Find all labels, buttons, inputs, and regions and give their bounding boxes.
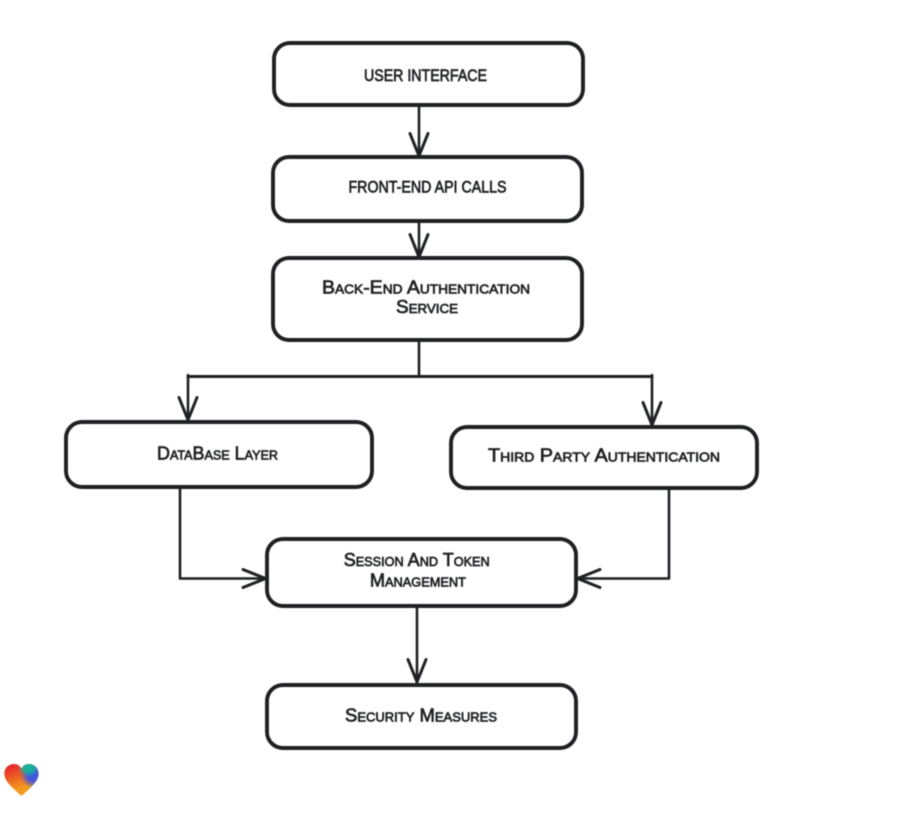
svg-text:Security Measures: Security Measures	[345, 705, 497, 726]
svg-text:Third Party Authentication: Third Party Authentication	[488, 444, 720, 465]
svg-text:USER INTERFACE: USER INTERFACE	[364, 66, 487, 85]
svg-text:Management: Management	[370, 570, 466, 591]
svg-text:Service: Service	[396, 296, 458, 317]
svg-text:DataBase Layer: DataBase Layer	[157, 443, 278, 464]
svg-text:Session And Token: Session And Token	[344, 549, 490, 570]
svg-text:FRONT-END API CALLS: FRONT-END API CALLS	[349, 178, 507, 197]
svg-text:Back-End Authentication: Back-End Authentication	[322, 277, 530, 298]
